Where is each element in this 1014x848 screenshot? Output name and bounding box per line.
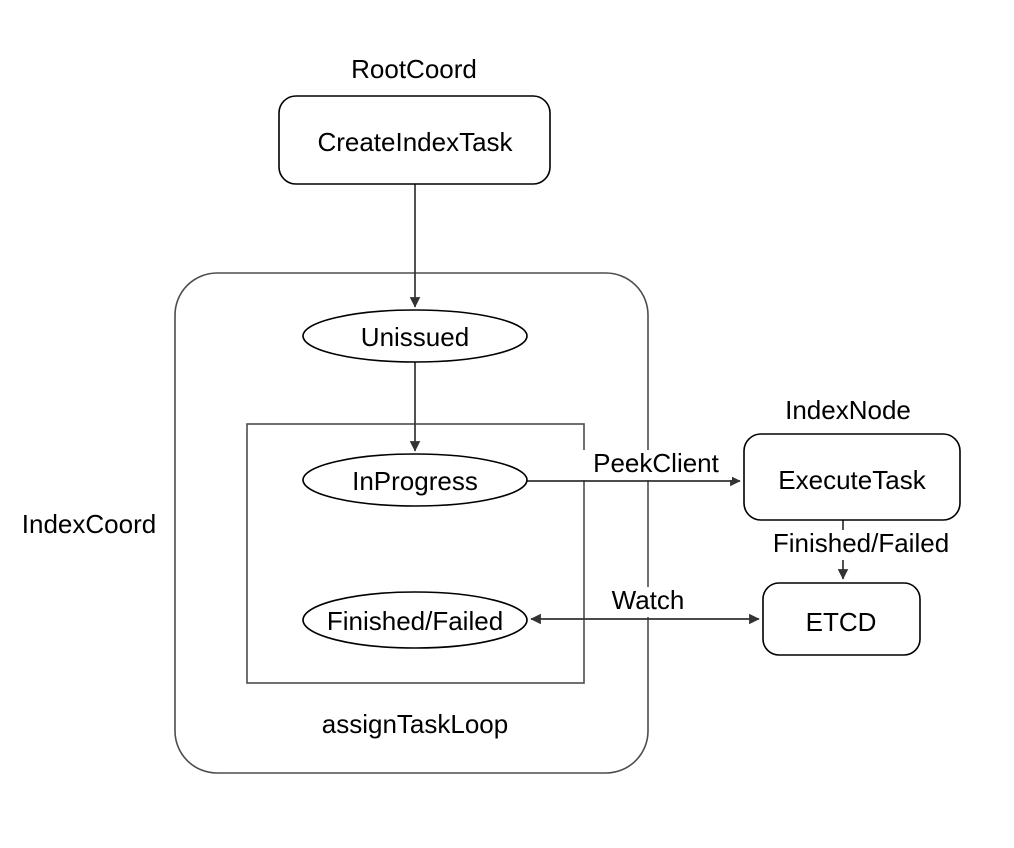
node-etcd[interactable] xyxy=(762,582,921,656)
node-in-progress[interactable] xyxy=(302,453,528,507)
node-in-progress-label: InProgress xyxy=(352,466,478,496)
group-label-index-coord: IndexCoord xyxy=(22,509,156,539)
node-execute-task[interactable] xyxy=(743,433,961,521)
edge-label-watch-group: Watch xyxy=(600,585,696,617)
edge-label-watch: Watch xyxy=(612,585,685,615)
edge-label-peek-client: PeekClient xyxy=(593,448,720,478)
group-label-root-coord: RootCoord xyxy=(351,54,477,84)
node-create-index-task[interactable] xyxy=(278,95,551,185)
node-etcd-label: ETCD xyxy=(806,607,877,637)
node-execute-task-label: ExecuteTask xyxy=(778,465,926,495)
edge-label-finished-failed: Finished/Failed xyxy=(773,528,949,558)
node-create-index-task-label: CreateIndexTask xyxy=(317,127,513,157)
group-label-assign-task-loop: assignTaskLoop xyxy=(322,709,508,739)
edge-label-peek-client-backdrop xyxy=(580,450,732,480)
edge-label-watch-backdrop xyxy=(600,587,696,617)
edge-label-finished-failed-group: Finished/Failed xyxy=(755,528,967,560)
edge-label-finished-failed-backdrop xyxy=(755,530,967,560)
node-finished-failed-label: Finished/Failed xyxy=(327,606,503,636)
node-unissued[interactable] xyxy=(302,309,528,363)
node-unissued-label: Unissued xyxy=(361,322,469,352)
group-label-index-node: IndexNode xyxy=(785,395,911,425)
edge-label-peek-client-group: PeekClient xyxy=(580,448,732,480)
group-index-coord xyxy=(174,272,649,774)
node-finished-failed[interactable] xyxy=(302,591,528,649)
